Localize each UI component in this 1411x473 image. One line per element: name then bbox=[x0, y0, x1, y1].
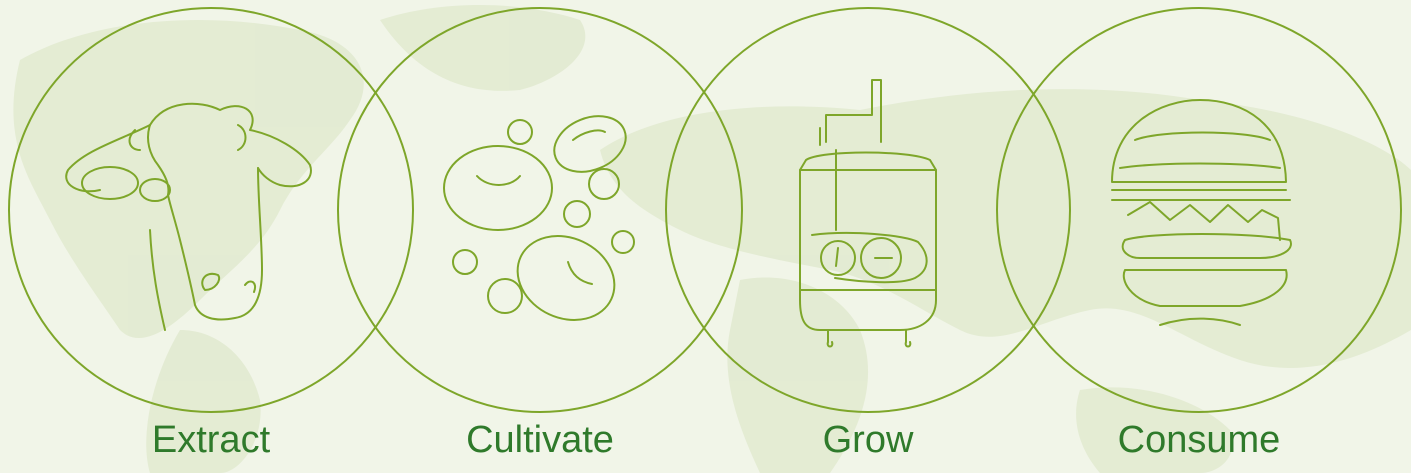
circle-extract bbox=[8, 7, 414, 413]
burger-icon bbox=[1111, 99, 1292, 326]
circle-grow bbox=[665, 7, 1071, 413]
cow-icon bbox=[65, 102, 312, 331]
bioreactor-icon bbox=[799, 79, 937, 348]
world-map-background bbox=[13, 5, 1411, 473]
step-label-grow: Grow bbox=[822, 419, 914, 461]
step-label-consume: Consume bbox=[1117, 419, 1281, 461]
cells-icon bbox=[443, 115, 635, 321]
circle-cultivate bbox=[337, 7, 743, 413]
step-circles bbox=[8, 7, 1402, 413]
step-label-cultivate: Cultivate bbox=[466, 419, 614, 461]
step-label-extract: Extract bbox=[151, 419, 271, 461]
circle-consume bbox=[996, 7, 1402, 413]
